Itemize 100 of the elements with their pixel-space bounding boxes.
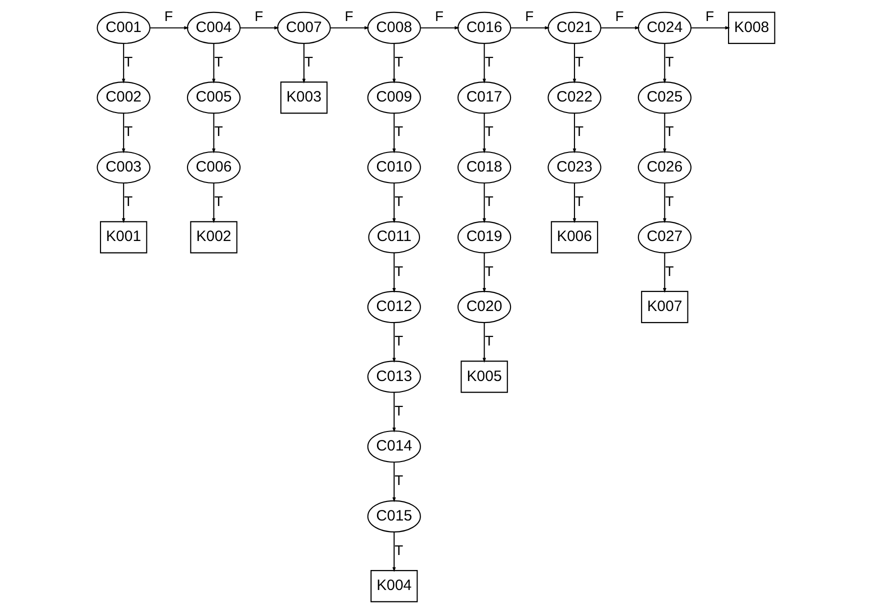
edge-label: T (394, 332, 404, 349)
arrow (122, 113, 126, 154)
edge-label: T (214, 53, 223, 70)
edge-label: T (304, 53, 314, 70)
edge-label: T (665, 53, 674, 70)
node-ellipse: C019 (457, 221, 512, 254)
edge-label: T (394, 472, 404, 488)
arrow (330, 26, 370, 30)
edge-label: T (484, 123, 494, 140)
node-ellipse: C024 (638, 12, 692, 44)
node-ellipse: C010 (367, 151, 421, 184)
arrow (691, 26, 730, 30)
node-box: K006 (550, 221, 598, 254)
node-ellipse: C018 (457, 151, 512, 184)
node-box: K001 (100, 221, 148, 254)
edge-label: T (484, 262, 494, 279)
edge-label: T (394, 262, 404, 279)
node-ellipse: C021 (548, 12, 602, 44)
arrow (392, 183, 396, 224)
edge-label: T (484, 53, 494, 70)
arrow (482, 183, 486, 224)
arrow (662, 113, 666, 154)
arrow (302, 44, 306, 84)
edge-label: T (394, 402, 404, 418)
arrow (482, 322, 486, 363)
node-ellipse: C026 (638, 151, 692, 184)
node-ellipse: C001 (96, 12, 150, 44)
edge-label: T (124, 192, 133, 209)
node-ellipse: C008 (367, 12, 421, 44)
edge-label: T (394, 123, 404, 140)
edge-label: T (394, 542, 404, 558)
edge-label: T (124, 53, 133, 70)
arrow (392, 44, 396, 84)
arrow (212, 113, 216, 154)
arrow (212, 183, 216, 224)
node-ellipse: C002 (96, 82, 150, 114)
arrow (510, 26, 550, 30)
edge-label: T (394, 192, 404, 209)
node-box: K004 (370, 570, 418, 602)
arrow (482, 252, 486, 293)
edge-label: T (214, 123, 223, 140)
arrow (572, 183, 576, 224)
arrow (392, 252, 396, 293)
arrow (392, 322, 396, 363)
edge-label: T (124, 123, 133, 140)
edge-label: T (665, 192, 674, 209)
node-ellipse: C015 (367, 500, 421, 532)
edge-label: F (525, 8, 534, 24)
node-ellipse: C014 (367, 430, 421, 463)
edge-label: T (575, 53, 584, 70)
edge-label: T (575, 192, 584, 209)
arrow (572, 113, 576, 154)
edge-label: T (484, 192, 494, 209)
node-ellipse: C025 (638, 82, 692, 114)
node-ellipse: C005 (186, 82, 241, 114)
node-ellipse: C020 (457, 290, 512, 324)
edge-label: F (434, 8, 444, 24)
edge-label: T (484, 332, 494, 349)
node-ellipse: C013 (367, 360, 421, 393)
edge-label: T (665, 262, 674, 279)
edge-label: F (705, 8, 714, 24)
edge-label: T (214, 192, 223, 209)
arrow (392, 392, 396, 432)
arrow (392, 532, 396, 572)
edge-label: F (344, 8, 354, 24)
arrow (122, 183, 126, 224)
node-box: K007 (641, 290, 688, 324)
node-ellipse: C016 (457, 12, 512, 44)
node-box: K008 (728, 12, 776, 44)
edge-label: F (254, 8, 264, 24)
arrow (392, 462, 396, 502)
arrow (662, 183, 666, 224)
node-ellipse: C009 (367, 82, 421, 114)
edge-label: F (164, 8, 173, 24)
node-ellipse: C012 (367, 290, 421, 324)
node-box: K002 (190, 221, 238, 254)
arrow (240, 26, 280, 30)
node-ellipse: C003 (96, 151, 150, 184)
arrow (392, 113, 396, 154)
arrow (420, 26, 460, 30)
arrow (662, 252, 666, 293)
node-ellipse: C017 (457, 82, 512, 114)
node-box: K005 (460, 360, 508, 393)
node-ellipse: C004 (186, 12, 241, 44)
edge-label: F (615, 8, 624, 24)
node-ellipse: C006 (186, 151, 241, 184)
node-ellipse: C007 (277, 12, 331, 44)
node-ellipse: C027 (638, 221, 692, 254)
node-ellipse: C011 (368, 221, 420, 254)
arrow (150, 26, 190, 30)
edge-label: T (575, 123, 584, 140)
edge-label: T (665, 123, 674, 140)
arrow (482, 113, 486, 154)
arrow (212, 44, 216, 84)
arrow (482, 44, 486, 84)
arrow (122, 44, 126, 84)
arrow (601, 26, 640, 30)
arrow (572, 44, 576, 84)
edge-label: T (394, 53, 404, 70)
arrow (662, 44, 666, 84)
